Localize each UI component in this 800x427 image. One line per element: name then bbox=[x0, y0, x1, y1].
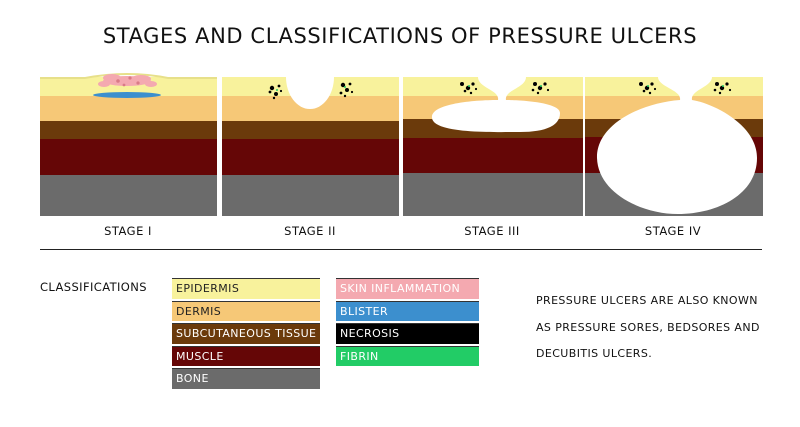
divider bbox=[40, 249, 762, 250]
stage-2-necrosis bbox=[268, 82, 354, 100]
legend-tissues: EPIDERMIS DERMIS SUBCUTANEOUS TISSUE MUS… bbox=[172, 278, 320, 391]
stage-1-label: STAGE I bbox=[104, 224, 152, 238]
legend-dermis: DERMIS bbox=[172, 300, 320, 323]
stage-4-ulcer-cavity bbox=[596, 77, 757, 214]
legend-bone: BONE bbox=[172, 368, 320, 391]
stage-1-blister bbox=[93, 92, 161, 98]
stage-1-bone bbox=[40, 175, 217, 216]
stage-3-ulcer-cavity bbox=[431, 77, 560, 133]
stage-3-tissue bbox=[403, 77, 583, 216]
legend-skin-inflammation: SKIN INFLAMMATION bbox=[336, 278, 479, 301]
stage-1-epidermis bbox=[40, 77, 217, 96]
classifications-title: CLASSIFICATIONS bbox=[40, 280, 147, 294]
note-line: DECUBITIS ULCERS. bbox=[536, 347, 653, 360]
note-line: AS PRESSURE SORES, BEDSORES AND bbox=[536, 320, 760, 334]
stage-2-tissue bbox=[222, 77, 399, 216]
stage-3-muscle bbox=[403, 138, 583, 173]
stage-2-label: STAGE II bbox=[284, 224, 336, 238]
stage-1-dermis bbox=[40, 96, 217, 121]
stage-1-muscle bbox=[40, 139, 217, 175]
legend-epidermis: EPIDERMIS bbox=[172, 278, 320, 301]
stages-illustration bbox=[40, 73, 763, 216]
legend-muscle: MUSCLE bbox=[172, 345, 320, 368]
stage-2-muscle bbox=[222, 139, 399, 175]
stage-3-bone bbox=[403, 173, 583, 216]
legend-fibrin: FIBRIN bbox=[336, 345, 479, 368]
stage-4-label: STAGE IV bbox=[644, 224, 702, 238]
stage-2-bone bbox=[222, 175, 399, 216]
stage-1-tissue bbox=[40, 73, 217, 216]
legend-subcutaneous-tissue: SUBCUTANEOUS TISSUE bbox=[172, 323, 320, 346]
stage-4-tissue bbox=[585, 77, 763, 216]
note-text: PRESSURE ULCERS ARE ALSO KNOWN AS PRESSU… bbox=[536, 288, 776, 368]
note-line: PRESSURE ULCERS ARE ALSO KNOWN bbox=[536, 294, 758, 307]
stage-1-subcutaneous bbox=[40, 121, 217, 139]
stage-1-swelling bbox=[40, 73, 217, 79]
legend-necrosis: NECROSIS bbox=[336, 323, 479, 346]
stage-2-ulcer-crater bbox=[286, 77, 334, 109]
stage-2-subcutaneous bbox=[222, 121, 399, 139]
diagram-title: STAGES AND CLASSIFICATIONS OF PRESSURE U… bbox=[102, 24, 698, 48]
legend-conditions: SKIN INFLAMMATION BLISTER NECROSIS FIBRI… bbox=[336, 278, 479, 368]
legend-blister: BLISTER bbox=[336, 300, 479, 323]
stage-3-label: STAGE III bbox=[464, 224, 520, 238]
